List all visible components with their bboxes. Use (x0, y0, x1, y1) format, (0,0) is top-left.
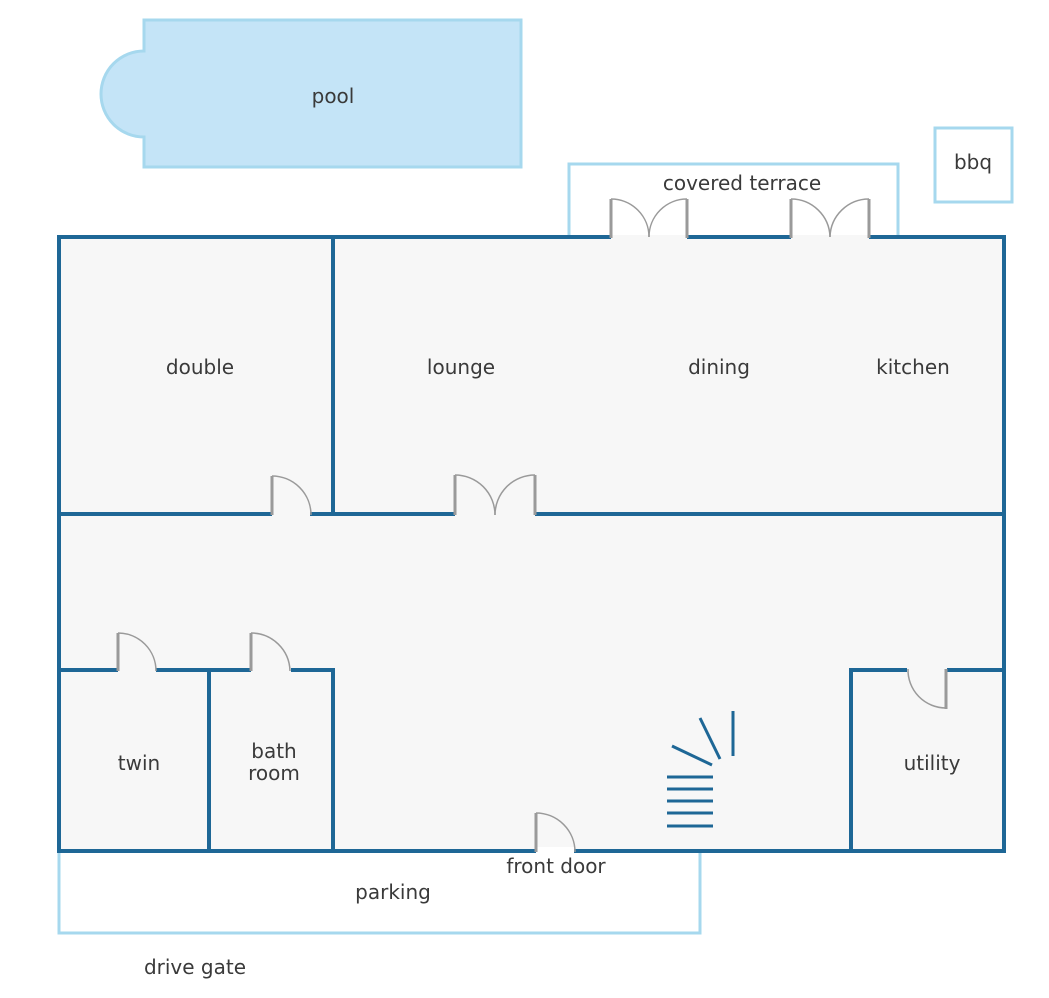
kitchen-label: kitchen (876, 355, 950, 379)
parking-outline (57, 851, 702, 935)
bbq-label: bbq (954, 150, 992, 174)
double-label: double (166, 355, 234, 379)
lounge-label: lounge (427, 355, 495, 379)
dining-label: dining (688, 355, 750, 379)
utility-door (907, 666, 948, 709)
doors (116, 198, 948, 856)
bathroom-label-line1: bath (251, 739, 296, 763)
covered-terrace: covered terrace (567, 162, 900, 237)
parking: parking (57, 851, 702, 935)
twin-label: twin (118, 751, 160, 775)
bathroom-label-line2: room (248, 761, 300, 785)
bathroom-door (249, 632, 291, 675)
parking-label: parking (355, 880, 431, 904)
stairs-icon (667, 711, 735, 828)
lounge-door (453, 474, 537, 519)
house-floor (59, 237, 1004, 851)
double-door (270, 475, 312, 519)
pool-label: pool (312, 84, 355, 108)
bbq: bbq (933, 126, 1014, 204)
terrace-label: covered terrace (663, 171, 821, 195)
terrace-door-left (609, 198, 689, 242)
outer-wall (57, 235, 1006, 853)
bbq-box (933, 126, 1014, 204)
drive-gate-label: drive gate (144, 955, 246, 979)
utility-label: utility (904, 751, 961, 775)
terrace-door-right (789, 198, 871, 242)
front-door (534, 812, 576, 856)
pool: pool (99, 18, 523, 169)
terrace-outline (567, 162, 900, 237)
front-door-label: front door (506, 854, 606, 878)
twin-door (116, 632, 157, 675)
pool-shape (99, 18, 523, 169)
